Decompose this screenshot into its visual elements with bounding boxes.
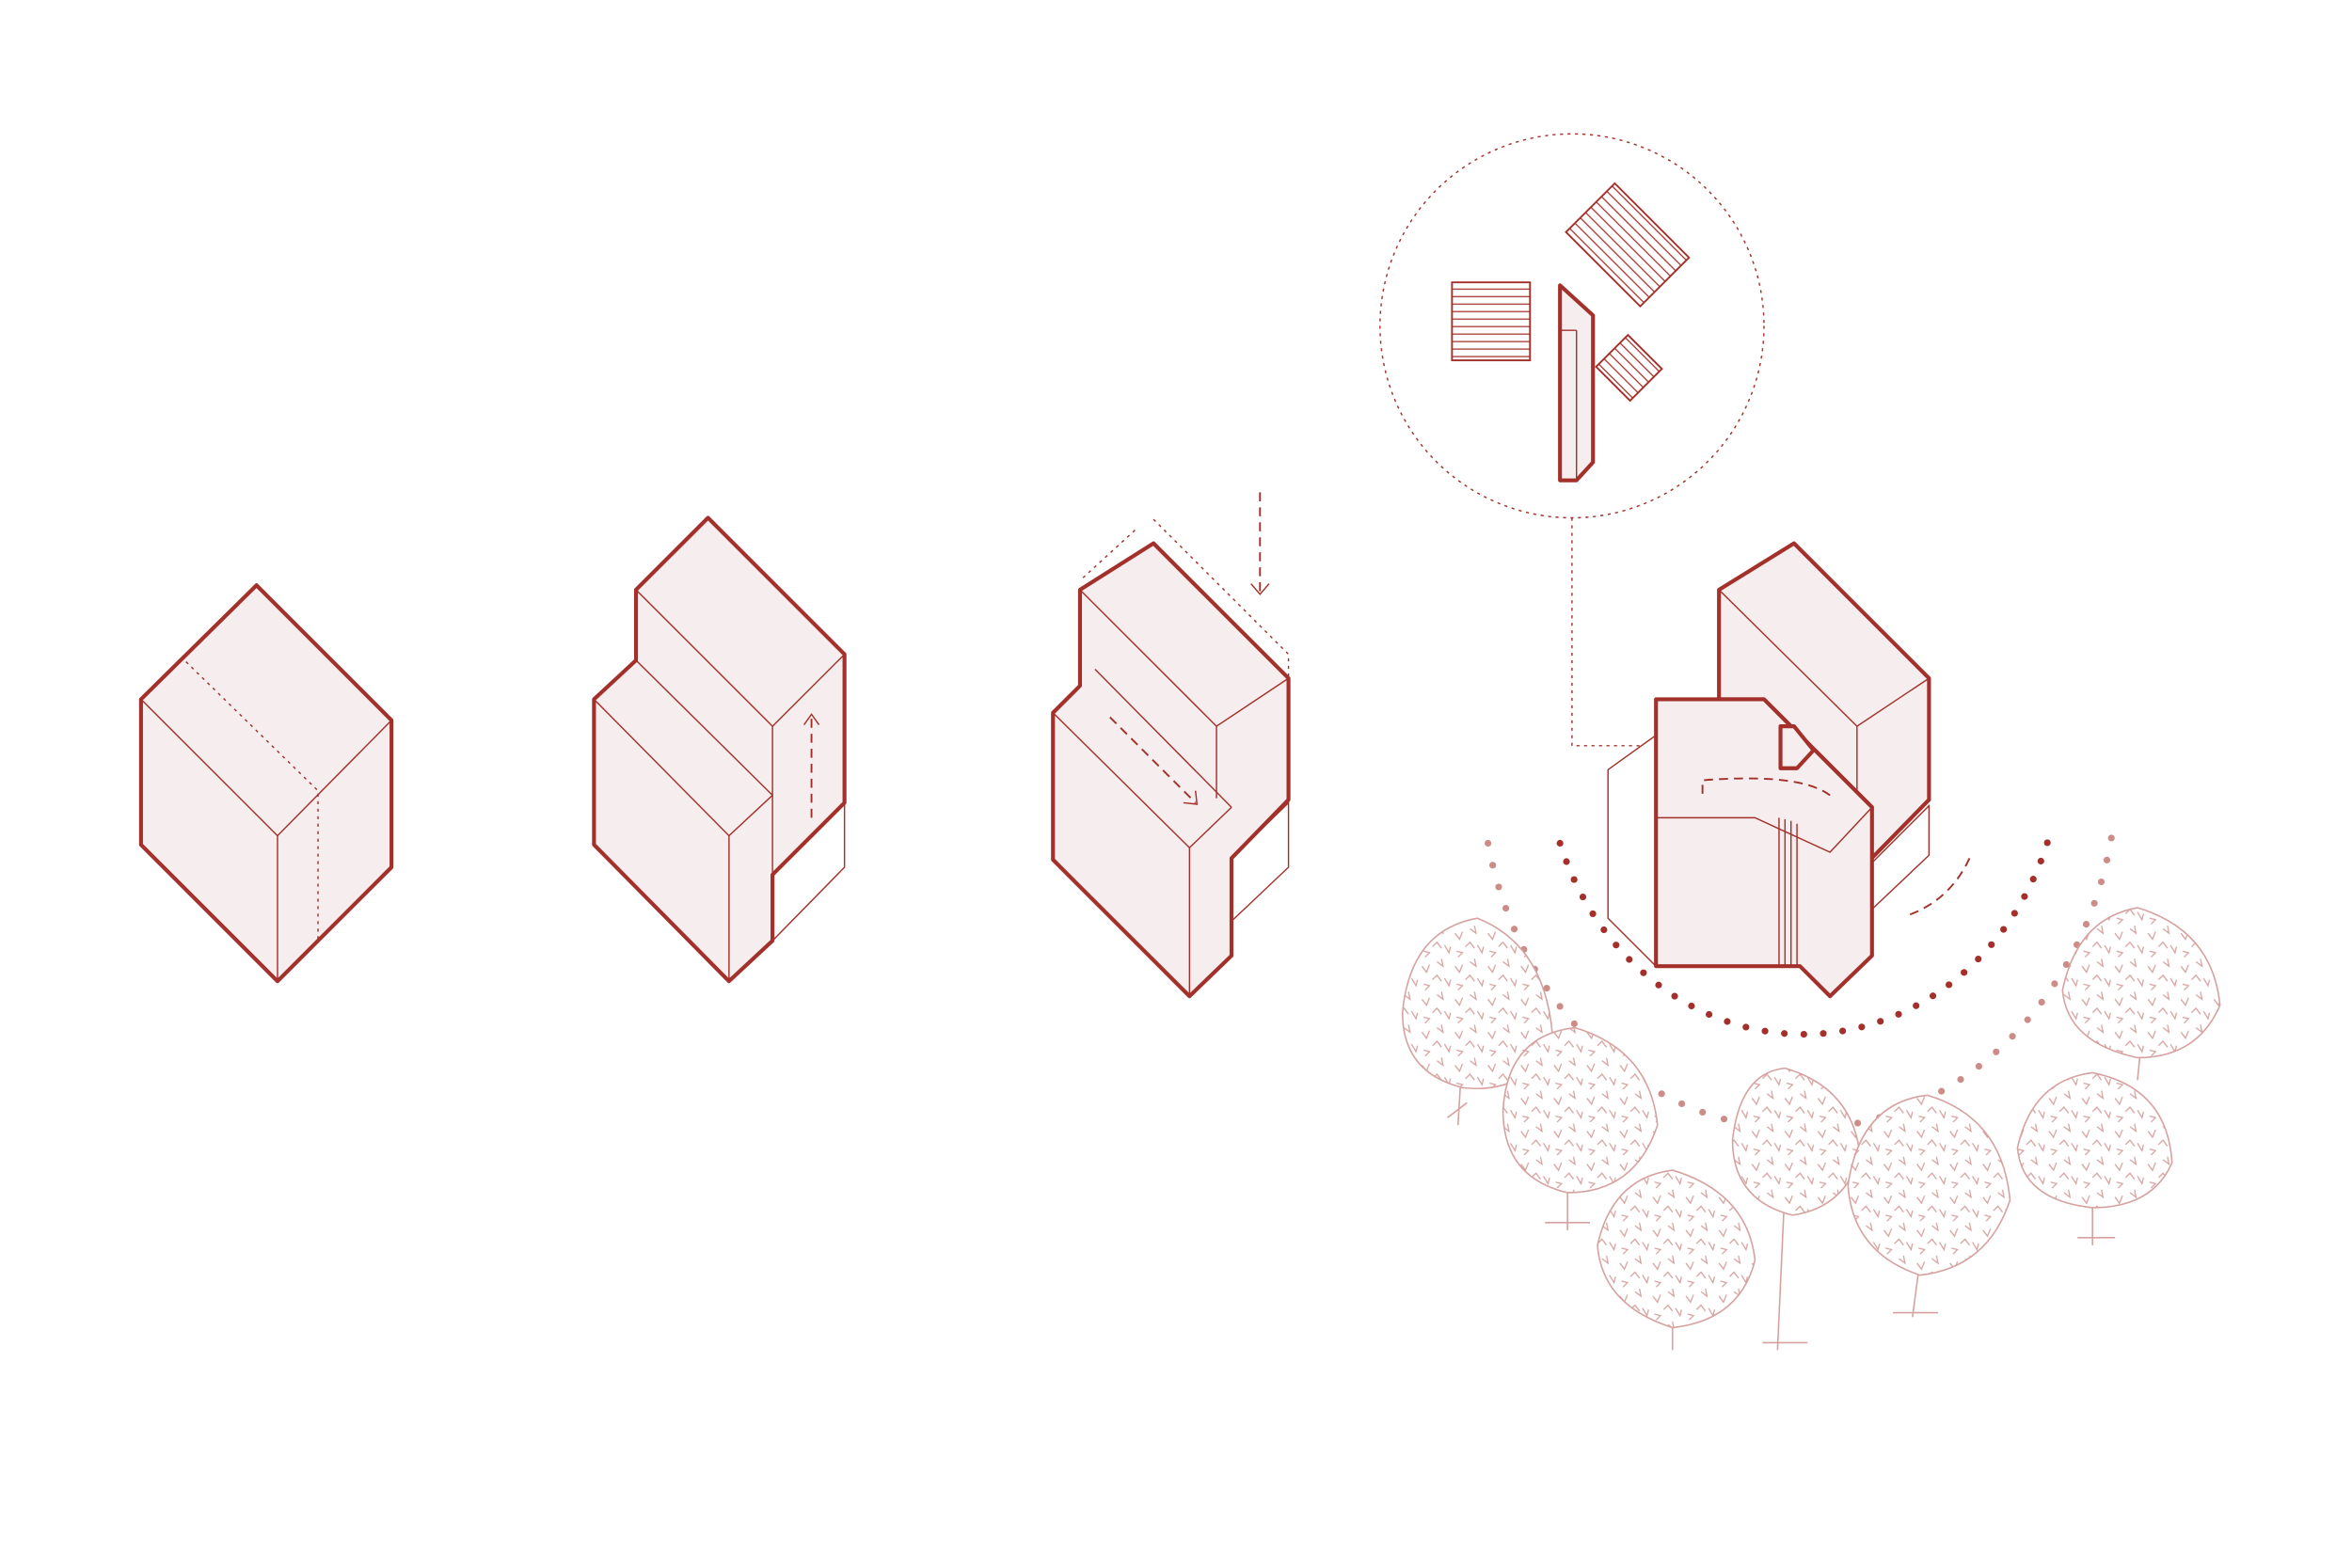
volume-step-1 [138, 583, 394, 984]
detail-callout [1379, 133, 1781, 747]
inner-dotted-arc [1556, 833, 2053, 1038]
volume-step-2 [592, 515, 847, 984]
volume-step-3 [1051, 492, 1291, 999]
trees [1401, 907, 2221, 1351]
arrow-up-icon [803, 713, 820, 818]
arrow-curved-icon [1701, 777, 1971, 916]
volume-step-4 [1607, 541, 1971, 999]
arrow-diagonal-icon [1109, 716, 1199, 805]
arrow-down-icon [1250, 492, 1270, 595]
